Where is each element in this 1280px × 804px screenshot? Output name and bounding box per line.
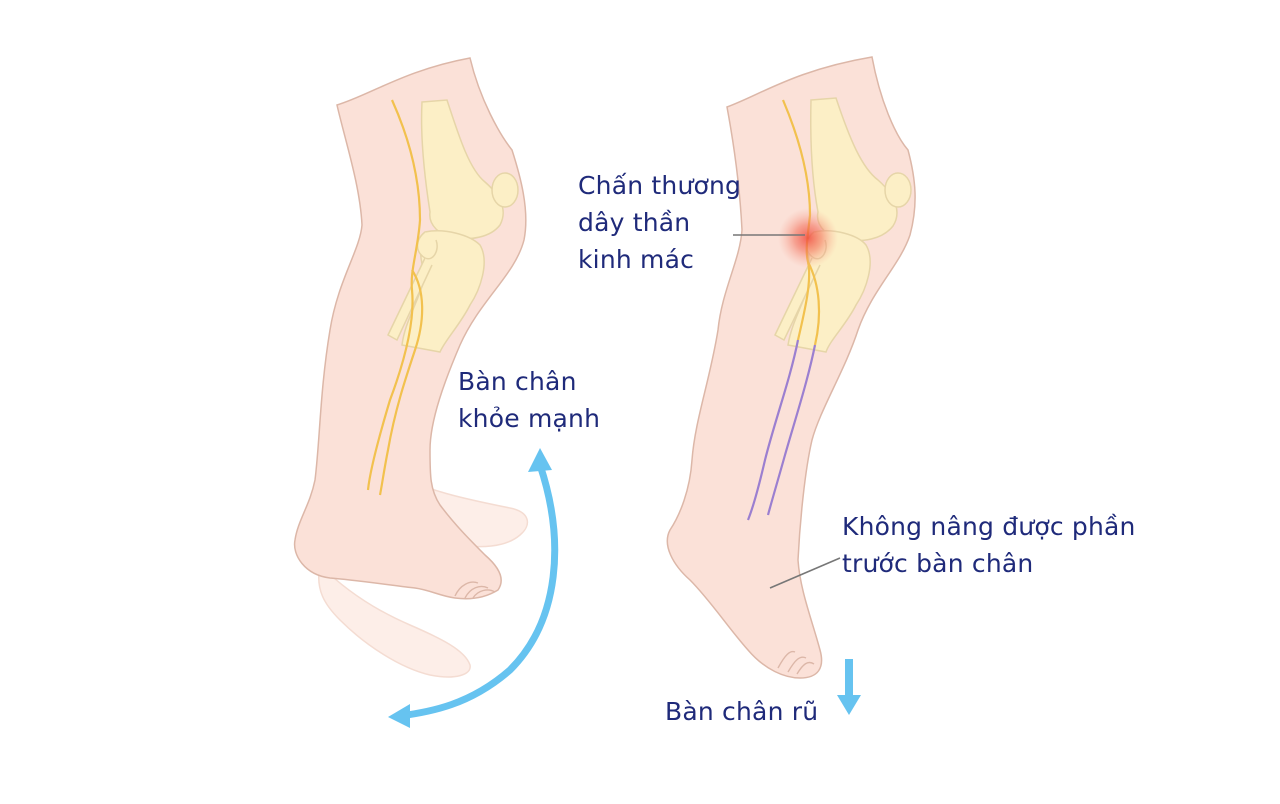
injury-site-glow [778,208,838,268]
foot-drop-toes-icon [777,650,815,675]
healthy-foot-label-line: Bàn chân [458,367,577,396]
symptom-label: Không nâng được phần trước bàn chân [842,508,1136,582]
ghost-foot-down-icon [318,563,471,678]
foot-drop-leg [666,56,916,715]
healthy-peroneal-nerve-icon [366,99,424,496]
symptom-label-line: trước bàn chân [842,549,1034,578]
foot-drop-label: Bàn chân rũ [665,693,818,730]
injury-label-line: kinh mác [578,245,695,274]
damaged-peroneal-nerve-icon [746,99,821,521]
healthy-foot-label: Bàn chân khỏe mạnh [458,363,600,437]
injury-label-line: Chấn thương [578,171,742,200]
symptom-label-line: Không nâng được phần [842,512,1136,541]
injury-label-line: dây thần [578,208,691,237]
curved-motion-arrow-icon [388,448,559,728]
injury-label: Chấn thương dây thần kinh mác [578,167,741,278]
symptom-leader-line [769,557,841,589]
down-arrow-icon [837,659,861,715]
healthy-foot-label-line: khỏe mạnh [458,404,601,433]
healthy-leg [293,57,559,728]
healthy-toes-icon [454,581,496,599]
foot-drop-label-text: Bàn chân rũ [665,697,819,726]
